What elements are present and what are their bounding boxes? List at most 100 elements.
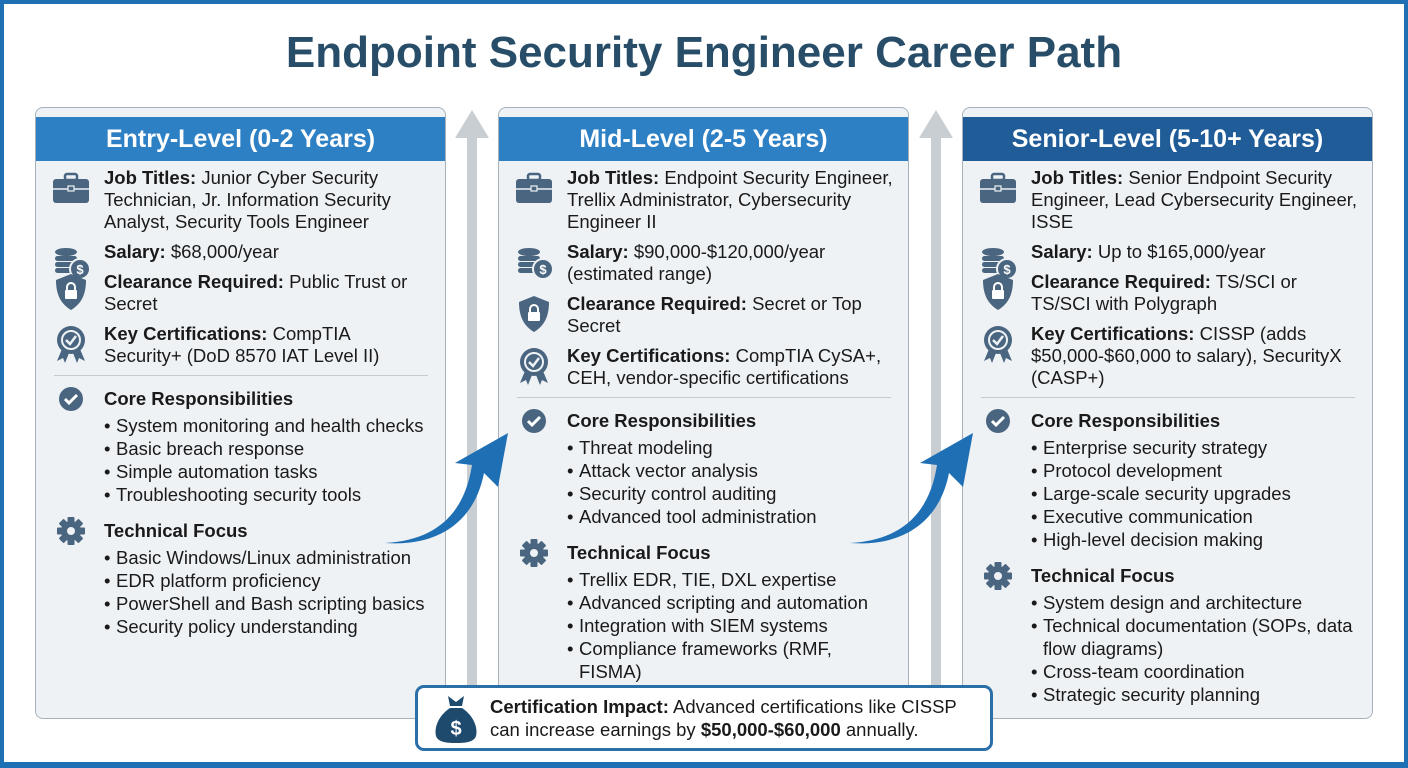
job-titles-value: Senior Endpoint Security Engineer, Lead … xyxy=(1031,167,1358,232)
list-item: System monitoring and health checks xyxy=(104,414,431,437)
list-item: Technical documentation (SOPs, data flow… xyxy=(1031,614,1358,660)
list-item: Simple automation tasks xyxy=(104,460,431,483)
section-title: Technical Focus xyxy=(104,520,248,541)
card-entry-level: Entry-Level (0-2 Years) Job Titles: Juni… xyxy=(35,107,446,719)
shield-lock-icon xyxy=(56,274,86,310)
briefcase-icon xyxy=(980,172,1016,203)
certificate-badge-icon xyxy=(57,326,85,363)
up-arrow-icon xyxy=(919,110,953,700)
certificate-badge-icon xyxy=(984,326,1012,363)
salary: $ Salary: $68,000/year xyxy=(55,241,431,280)
card-header: Mid-Level (2-5 Years) xyxy=(499,117,908,161)
list-item: Enterprise security strategy xyxy=(1031,436,1358,459)
job-titles-label: Job Titles: xyxy=(104,167,197,188)
core-responsibilities: Core ResponsibilitiesSystem monitoring a… xyxy=(59,387,431,506)
technical-focus: Technical FocusSystem design and archite… xyxy=(984,562,1358,706)
gear-icon xyxy=(57,517,85,545)
list-item: Attack vector analysis xyxy=(567,459,894,482)
certifications-label: Key Certifications: xyxy=(1031,323,1195,344)
technical-focus: Technical FocusBasic Windows/Linux admin… xyxy=(57,517,431,638)
list-item: PowerShell and Bash scripting basics xyxy=(104,592,431,615)
list-item: Troubleshooting security tools xyxy=(104,483,431,506)
clearance: Clearance Required: TS/SCI or TS/SCI wit… xyxy=(983,271,1358,315)
callout-text: Advanced certifications like CISSP can i… xyxy=(490,696,957,740)
clearance-value: TS/SCI or TS/SCI with Polygraph xyxy=(1031,271,1297,314)
salary: $ Salary: Up to $165,000/year xyxy=(982,241,1358,280)
certifications-value: CompTIA Security+ (DoD 8570 IAT Level II… xyxy=(104,323,380,366)
list-item: High-level decision making xyxy=(1031,528,1358,551)
salary: $ Salary: $90,000-$120,000/year (estimate… xyxy=(518,241,894,285)
certifications-label: Key Certifications: xyxy=(567,345,731,366)
list-item: Cross-team coordination xyxy=(1031,660,1358,683)
certifications: Key Certifications: CompTIA CySA+, CEH, … xyxy=(520,345,894,389)
gear-icon xyxy=(520,539,548,567)
list-item: Protocol development xyxy=(1031,459,1358,482)
clearance-label: Clearance Required: xyxy=(104,271,284,292)
salary-label: Salary: xyxy=(1031,241,1093,262)
salary-value: Up to $165,000/year xyxy=(1092,241,1266,262)
briefcase-icon xyxy=(53,172,89,203)
list-item: Compliance frameworks (RMF, FISMA) xyxy=(567,637,894,683)
list-item: Threat modeling xyxy=(567,436,894,459)
coins-icon: $ xyxy=(55,248,90,280)
coins-icon: $ xyxy=(518,248,553,280)
svg-text:$: $ xyxy=(539,262,547,277)
salary-label: Salary: xyxy=(104,241,166,262)
job-titles-value: Endpoint Security Engineer, Trellix Admi… xyxy=(567,167,893,232)
list-item: Large-scale security upgrades xyxy=(1031,482,1358,505)
list-item: Trellix EDR, TIE, DXL expertise xyxy=(567,568,894,591)
list-item: Advanced scripting and automation xyxy=(567,591,894,614)
clearance-value: Public Trust or Secret xyxy=(104,271,408,314)
salary-value: $90,000-$120,000/year (estimated range) xyxy=(567,241,826,284)
curved-arrow-icon xyxy=(850,433,973,544)
clearance-label: Clearance Required: xyxy=(567,293,747,314)
certification-impact-callout: $ Certification Impact: Advanced certifi… xyxy=(415,685,993,751)
job-titles: Job Titles: Junior Cyber Security Techni… xyxy=(53,167,431,233)
briefcase-icon xyxy=(516,172,552,203)
job-titles: Job Titles: Endpoint Security Engineer, … xyxy=(516,167,894,233)
divider xyxy=(517,397,891,398)
salary-value: $68,000/year xyxy=(165,241,279,262)
list-item: Integration with SIEM systems xyxy=(567,614,894,637)
core-responsibilities: Core ResponsibilitiesEnterprise security… xyxy=(986,409,1358,551)
section-title: Technical Focus xyxy=(567,542,711,563)
list-item: Security control auditing xyxy=(567,482,894,505)
job-titles: Job Titles: Senior Endpoint Security Eng… xyxy=(980,167,1358,233)
coins-icon: $ xyxy=(982,248,1017,280)
core-responsibilities: Core ResponsibilitiesThreat modelingAtta… xyxy=(522,409,894,528)
clearance: Clearance Required: Secret or Top Secret xyxy=(519,293,894,337)
check-circle-icon xyxy=(522,409,546,433)
list-item: Basic Windows/Linux administration xyxy=(104,546,431,569)
list-item: System design and architecture xyxy=(1031,591,1358,614)
up-arrow-icon xyxy=(455,110,489,700)
page-title: Endpoint Security Engineer Career Path xyxy=(285,28,1123,77)
job-titles-label: Job Titles: xyxy=(567,167,660,188)
check-circle-icon xyxy=(59,387,83,411)
certificate-badge-icon xyxy=(520,348,548,385)
card-header: Senior-Level (5-10+ Years) xyxy=(963,117,1372,161)
list-item: EDR platform proficiency xyxy=(104,569,431,592)
section-title: Core Responsibilities xyxy=(104,388,294,409)
certifications-label: Key Certifications: xyxy=(104,323,268,344)
list-item: Executive communication xyxy=(1031,505,1358,528)
section-title: Core Responsibilities xyxy=(1031,410,1221,431)
certifications-value: CompTIA CySA+, CEH, vendor-specific cert… xyxy=(567,345,882,388)
svg-text:$: $ xyxy=(76,262,84,277)
shield-lock-icon xyxy=(983,274,1013,310)
card-mid-level: Mid-Level (2-5 Years) Job Titles: Endpoi… xyxy=(498,107,909,719)
technical-focus: Technical FocusTrellix EDR, TIE, DXL exp… xyxy=(520,539,894,683)
job-titles-value: Junior Cyber Security Technician, Jr. In… xyxy=(104,167,391,232)
section-title: Core Responsibilities xyxy=(567,410,757,431)
check-circle-icon xyxy=(986,409,1010,433)
clearance-value: Secret or Top Secret xyxy=(567,293,862,336)
callout-label: Certification Impact: xyxy=(490,696,669,717)
clearance-label: Clearance Required: xyxy=(1031,271,1211,292)
salary-label: Salary: xyxy=(567,241,629,262)
job-titles-label: Job Titles: xyxy=(1031,167,1124,188)
callout-text-end: annually. xyxy=(840,719,919,740)
card-header: Entry-Level (0-2 Years) xyxy=(36,117,445,161)
list-item: Advanced tool administration xyxy=(567,505,894,528)
certifications: Key Certifications: CISSP (adds $50,000-… xyxy=(984,323,1358,389)
svg-text:$: $ xyxy=(450,718,461,740)
